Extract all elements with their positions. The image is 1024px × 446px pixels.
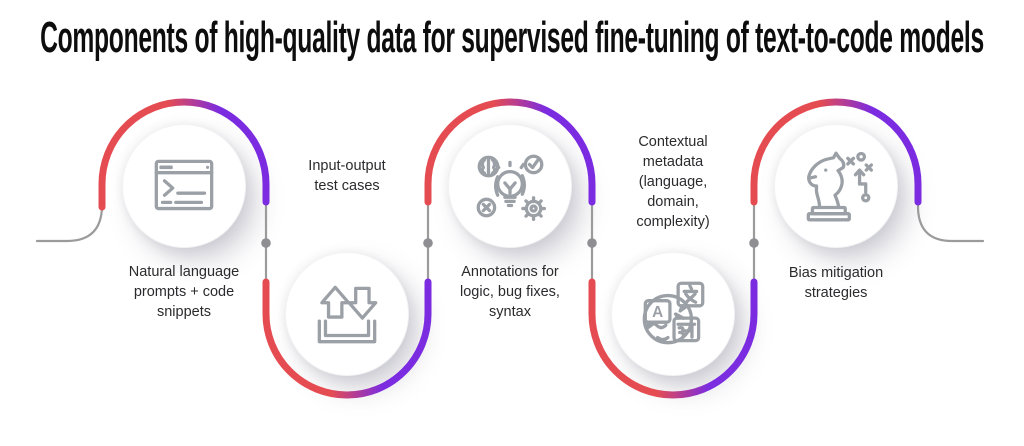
input-output-arrows-icon xyxy=(317,285,378,344)
chess-knight-strategy-icon xyxy=(806,151,874,222)
node-5-label: Bias mitigation strategies xyxy=(788,265,884,301)
node-4-circle: A xyxy=(611,252,735,376)
node-3-circle xyxy=(448,124,572,248)
start-line xyxy=(35,205,104,243)
connector-dot-4 xyxy=(749,238,759,248)
node-2-label: Input-output test cases xyxy=(308,158,386,194)
code-terminal-window-icon xyxy=(154,159,214,211)
node-4-label: Contextual metadata (language, domain, c… xyxy=(636,134,710,230)
node-1-label: Natural language prompts + code snippets xyxy=(128,264,240,320)
connector-dot-2 xyxy=(423,238,433,248)
page-title: Components of high-quality data for supe… xyxy=(40,13,984,62)
node-5-circle xyxy=(774,124,898,248)
node-1-circle xyxy=(122,124,246,248)
connector-dot-1 xyxy=(261,238,271,248)
connector-dot-3 xyxy=(587,238,597,248)
end-line xyxy=(916,202,985,243)
idea-annotation-icon xyxy=(476,154,546,221)
node-2-circle xyxy=(285,252,409,376)
latin-a-glyph: A xyxy=(652,304,663,321)
node-3-label: Annotations for logic, bug fixes, syntax xyxy=(460,264,560,320)
translation-globe-icon: A xyxy=(642,281,705,345)
